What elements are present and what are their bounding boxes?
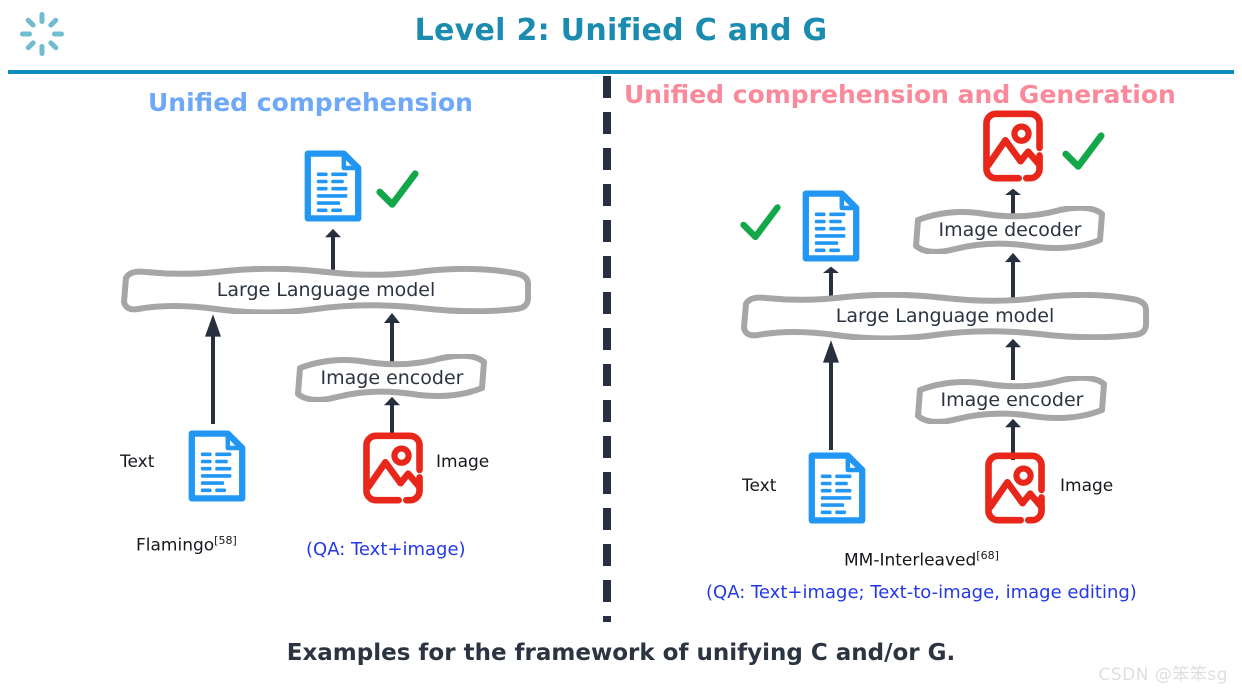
right-output-image-green-check-icon [1060,130,1106,176]
left-model-name: Flamingo [136,535,215,556]
left-input-text-document-icon [188,430,246,502]
right-input-text-document-icon [808,452,866,524]
header-divider-rule [8,70,1234,74]
left-model-caption: Flamingo[58] [136,534,237,556]
right-text-label: Text [742,476,777,496]
left-image-encoder-box: Image encoder [292,354,492,402]
panel-vertical-divider [603,76,611,622]
right-panel-heading: Unified comprehension and Generation [624,80,1176,109]
left-text-label: Text [120,452,155,472]
right-arrow-text-to-llm [821,338,841,450]
right-image-decoder-box: Image decoder [910,206,1110,254]
right-output-image-picture-icon [982,110,1044,182]
right-llm-box: Large Language model [736,292,1154,340]
left-output-text-document-icon [304,150,362,222]
right-image-encoder-box-label: Image encoder [940,389,1084,411]
left-output-green-check-icon [374,168,420,214]
left-llm-box-label: Large Language model [216,279,436,301]
right-output-text-green-check-icon [738,202,782,246]
right-model-caption: MM-Interleaved[68] [844,549,999,571]
left-arrow-llm-to-text [323,228,343,270]
left-arrow-text-to-llm [203,312,223,424]
right-image-label: Image [1060,476,1114,496]
loading-spinner-icon [18,10,66,58]
left-panel-heading: Unified comprehension [148,88,473,117]
right-arrow-encoder-to-llm [1003,338,1023,380]
left-llm-box: Large Language model [116,266,536,314]
slide-footer-caption: Examples for the framework of unifying C… [286,640,956,666]
right-output-text-document-icon [802,190,860,262]
left-input-image-picture-icon [362,432,424,504]
right-input-image-picture-icon [984,452,1046,524]
right-task-label: (QA: Text+image; Text-to-image, image ed… [706,582,1137,603]
left-image-encoder-box-label: Image encoder [320,367,464,389]
left-image-label: Image [436,452,490,472]
right-model-ref: [68] [976,549,999,562]
right-llm-box-label: Large Language model [835,305,1055,327]
right-image-decoder-box-label: Image decoder [938,219,1082,241]
left-model-ref: [58] [214,534,237,547]
left-task-label: (QA: Text+image) [306,539,466,560]
right-model-name: MM-Interleaved [844,550,977,571]
csdn-watermark: CSDN @笨笨sg [1098,665,1228,685]
right-image-encoder-box: Image encoder [912,376,1112,424]
page-title: Level 2: Unified C and G [414,13,828,48]
